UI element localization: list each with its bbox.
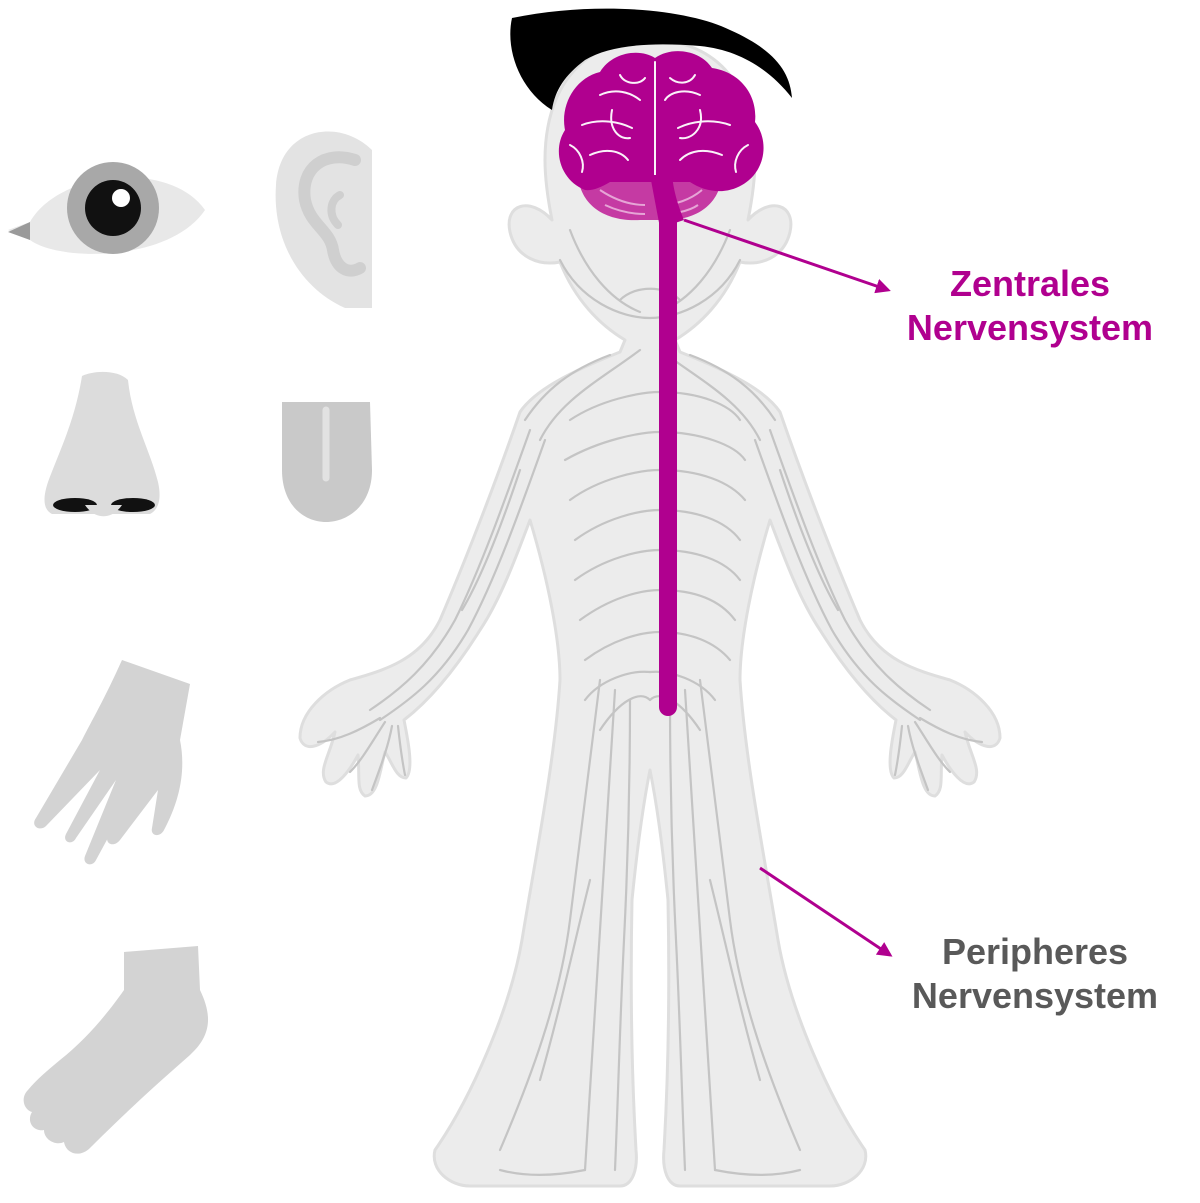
pns-label-line1: Peripheres (880, 930, 1190, 974)
pns-label: Peripheres Nervensystem (880, 930, 1190, 1018)
tongue-icon (282, 402, 372, 522)
hand-icon (34, 660, 190, 864)
nose-icon (45, 372, 160, 516)
cns-label-line2: Nervensystem (880, 306, 1180, 350)
pns-label-line2: Nervensystem (880, 974, 1190, 1018)
spinal-cord (659, 210, 677, 716)
ear-icon (276, 131, 372, 308)
foot-icon (24, 946, 208, 1154)
eye-icon (8, 162, 205, 254)
cns-label: Zentrales Nervensystem (880, 262, 1180, 350)
cns-label-line1: Zentrales (880, 262, 1180, 306)
